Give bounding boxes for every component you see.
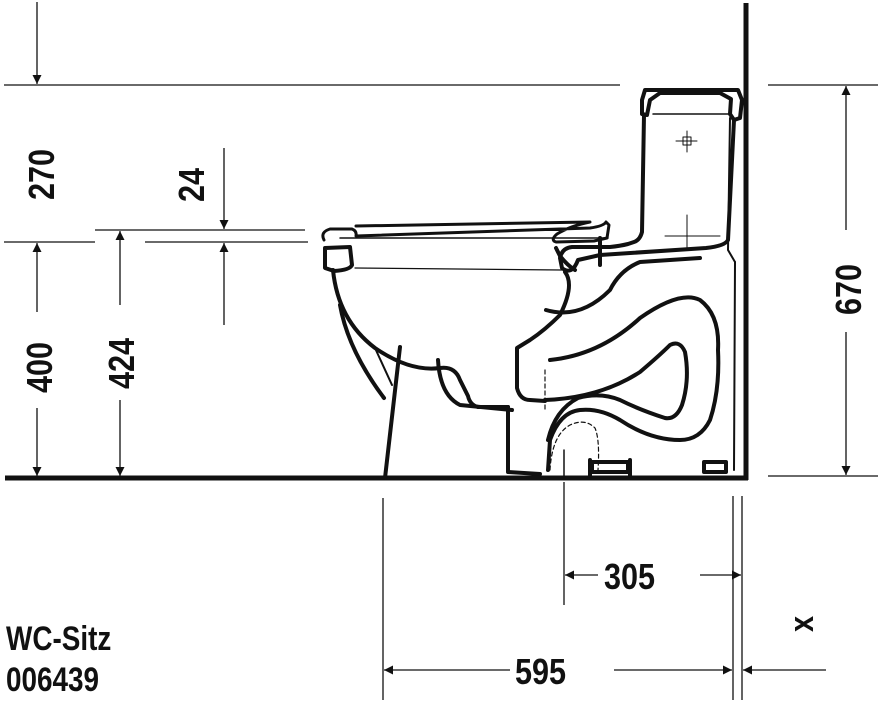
tank: [558, 113, 736, 273]
trap-dashed: [549, 421, 600, 471]
bowl-rim-top: [354, 267, 563, 271]
dim-24: 24: [173, 168, 213, 202]
dim-400: 400: [21, 342, 61, 393]
bowl-outer: [331, 268, 510, 409]
dim-305: 305: [604, 558, 655, 598]
dimension-labels: 270 24 400 424 670 305 595 x: [21, 149, 870, 693]
flush-button-symbol: [664, 130, 721, 251]
dimension-arrows: [32, 2, 851, 675]
dim-x: x: [782, 616, 821, 632]
trapway: [546, 295, 721, 472]
bowl-inner: [515, 270, 571, 403]
dim-670: 670: [830, 264, 870, 315]
seat-front: [323, 245, 354, 273]
dim-270: 270: [23, 149, 63, 200]
toilet-body: [321, 88, 744, 480]
dim-424: 424: [103, 338, 143, 389]
article-number: 006439: [6, 661, 100, 699]
tank-lid: [640, 88, 744, 122]
floor-and-wall: [5, 3, 749, 481]
extension-lines: [4, 84, 878, 700]
base: [506, 405, 542, 476]
dim-595: 595: [515, 653, 566, 693]
seat-lid: [321, 220, 611, 244]
seat-label: WC-Sitz: [6, 620, 112, 658]
